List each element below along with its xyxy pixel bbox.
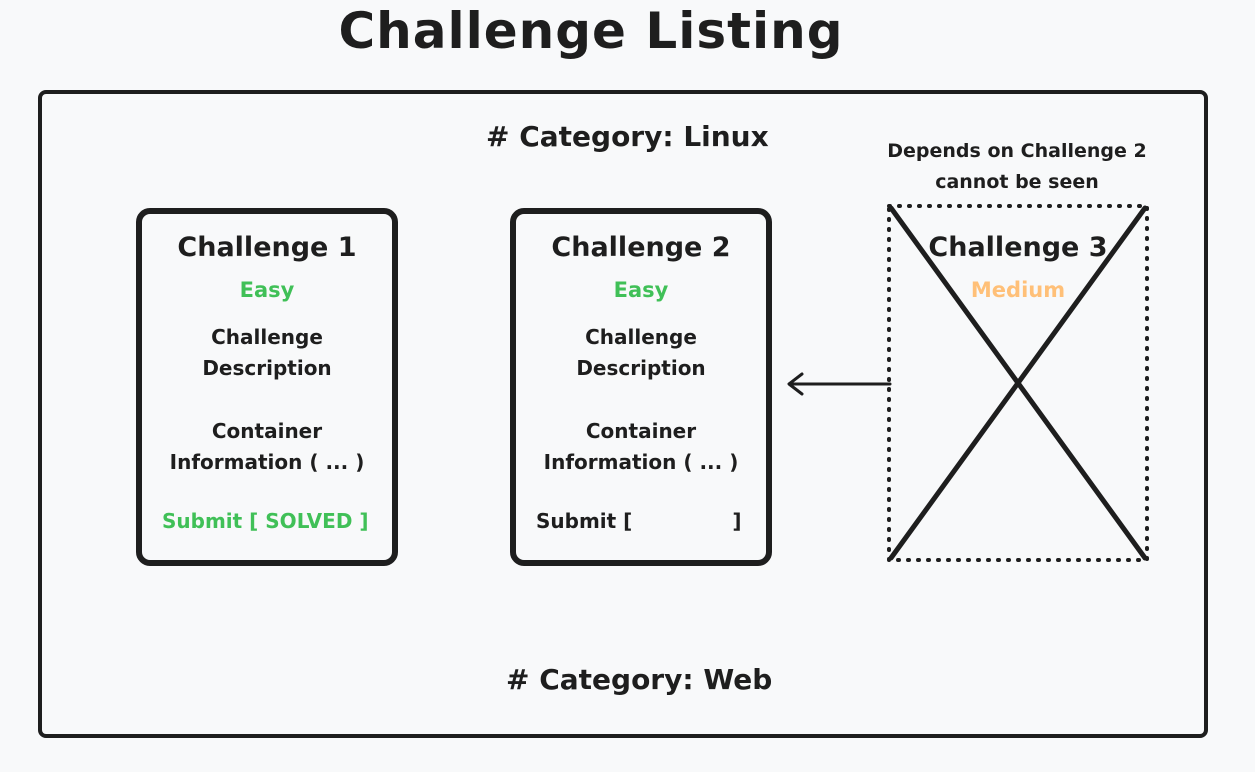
submit-solved-button[interactable]: Submit [ SOLVED ] [162, 509, 369, 533]
dependency-arrow [787, 372, 892, 396]
challenge-title: Challenge 2 [551, 232, 731, 263]
page-title: Challenge Listing [338, 2, 844, 60]
submit-flag-input[interactable]: Submit [] [536, 509, 741, 533]
category-heading-linux: # Category: Linux [486, 120, 769, 153]
challenge-card-3-hidden: Challenge 3 Medium [887, 204, 1149, 562]
difficulty-badge: Medium [970, 278, 1066, 302]
difficulty-badge: Easy [239, 278, 295, 302]
container-information: Container Information ( ... ) [543, 419, 739, 474]
challenge-title: Challenge 3 [928, 232, 1108, 263]
challenge-card-1[interactable]: Challenge 1 Easy Challenge Description C… [136, 208, 398, 566]
challenge-description: Challenge Description [576, 325, 706, 380]
hidden-card-outline [887, 204, 1149, 562]
category-heading-web: # Category: Web [506, 663, 773, 696]
submit-label: Submit [ [536, 509, 633, 533]
container-information: Container Information ( ... ) [169, 419, 365, 474]
submit-close-bracket: ] [732, 509, 742, 533]
difficulty-badge: Easy [613, 278, 669, 302]
challenge-description: Challenge Description [202, 325, 332, 380]
challenge-title: Challenge 1 [177, 232, 357, 263]
cross-out-icon [888, 205, 1148, 561]
challenge-card-2[interactable]: Challenge 2 Easy Challenge Description C… [510, 208, 772, 566]
dependency-note: Depends on Challenge 2 cannot be seen [887, 140, 1147, 193]
challenge-listing-frame [38, 90, 1208, 738]
